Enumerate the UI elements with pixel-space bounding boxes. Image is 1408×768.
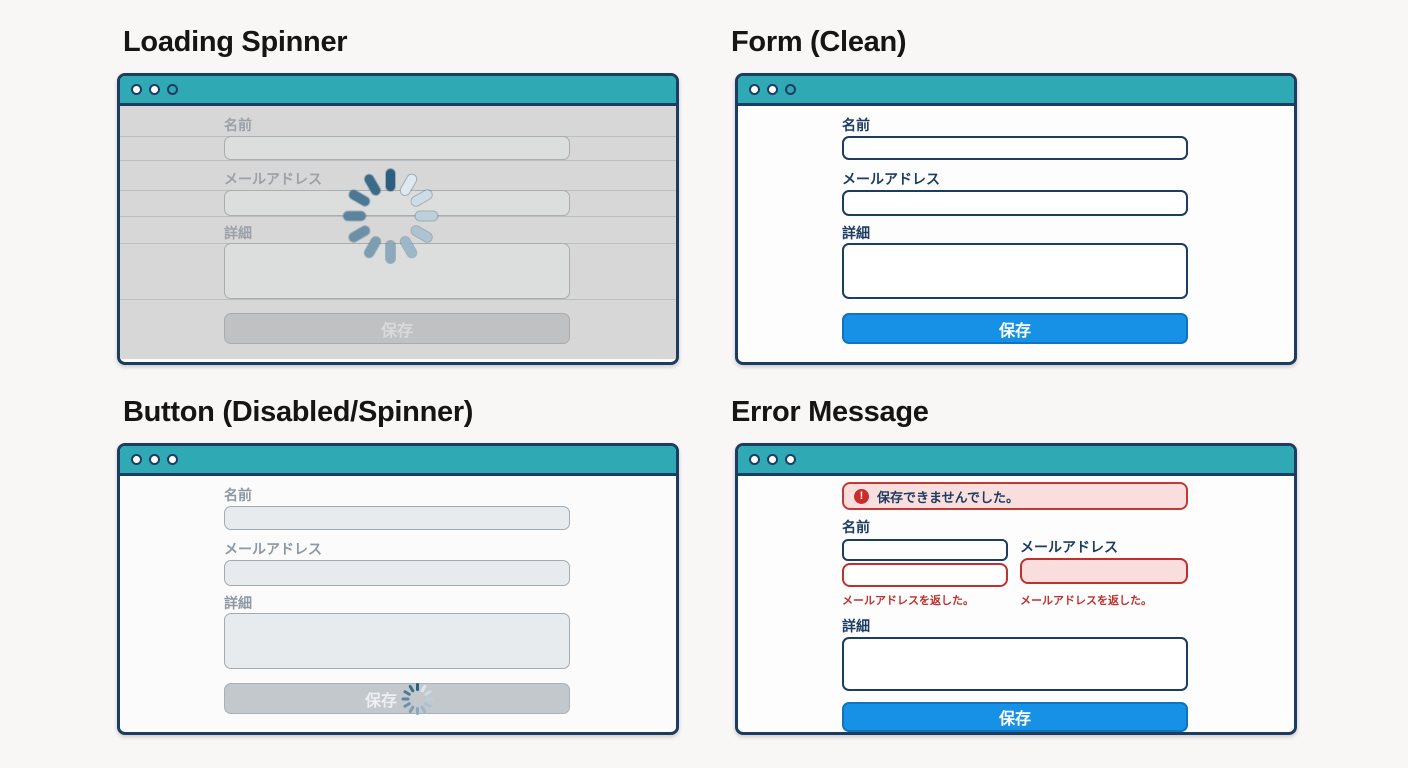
name-label: 名前 (842, 519, 870, 535)
window-titlebar (738, 76, 1294, 106)
button-spinner-icon (401, 682, 433, 715)
name-input-error[interactable] (842, 563, 1008, 587)
detail-label: 詳細 (224, 225, 252, 241)
window-titlebar (738, 446, 1294, 476)
detail-textarea (224, 243, 570, 299)
name-label: 名前 (224, 487, 252, 503)
email-error-text: メールアドレスを返した。 (1020, 595, 1152, 607)
section-title-error: Error Message (731, 396, 929, 428)
detail-label: 詳細 (224, 595, 252, 611)
email-label: メールアドレス (1020, 539, 1118, 555)
error-fields-row: メールアドレスを返した。 メールアドレス メールアドレスを返した。 (842, 539, 1188, 608)
save-button[interactable]: 保存 (842, 313, 1188, 344)
form-loading: 名前 メールアドレス 詳細 保存 (224, 106, 570, 344)
save-button-label: 保存 (364, 692, 397, 710)
detail-textarea[interactable] (842, 637, 1188, 691)
window-control-dot (767, 84, 778, 95)
name-input[interactable] (842, 539, 1008, 561)
email-input (224, 190, 570, 216)
detail-textarea (224, 613, 570, 669)
save-button-label: 保存 (998, 711, 1031, 728)
loading-spinner-icon (343, 169, 437, 263)
save-button: 保存 (224, 313, 570, 344)
form-error: ! 保存できませんでした。 名前 メールアドレスを返した。 メールアドレス メー… (842, 476, 1188, 732)
email-input (224, 560, 570, 586)
section-title-clean: Form (Clean) (731, 26, 907, 58)
loading-overlay: 名前 メールアドレス 詳細 保存 (120, 106, 676, 359)
email-label: メールアドレス (224, 171, 322, 187)
window-control-dot (767, 454, 778, 465)
ghost-line (120, 160, 676, 161)
window-control-dot (167, 454, 178, 465)
detail-label: 詳細 (842, 618, 870, 634)
name-error-text: メールアドレスを返した。 (842, 595, 974, 607)
form-body: 名前 メールアドレス 詳細 保存 (120, 476, 676, 729)
window-clean: 名前 メールアドレス 詳細 保存 (735, 73, 1297, 365)
name-input (224, 506, 570, 530)
form-clean: 名前 メールアドレス 詳細 保存 (842, 106, 1188, 344)
section-title-loading: Loading Spinner (123, 26, 348, 58)
email-input-error[interactable] (1020, 558, 1188, 584)
detail-textarea[interactable] (842, 243, 1188, 299)
form-disabled: 名前 メールアドレス 詳細 保存 (224, 476, 570, 715)
name-field-column: メールアドレスを返した。 (842, 539, 1008, 608)
detail-label: 詳細 (842, 225, 870, 241)
email-label: メールアドレス (224, 541, 322, 557)
window-control-dot (749, 84, 760, 95)
form-body: ! 保存できませんでした。 名前 メールアドレスを返した。 メールアドレス メー… (738, 476, 1294, 732)
name-label: 名前 (224, 117, 252, 133)
window-loading: 名前 メールアドレス 詳細 保存 (117, 73, 679, 365)
name-input[interactable] (842, 136, 1188, 160)
window-control-dot (785, 454, 796, 465)
error-banner: ! 保存できませんでした。 (842, 482, 1188, 510)
window-control-dot (749, 454, 760, 465)
section-title-disabled: Button (Disabled/Spinner) (123, 396, 474, 428)
window-error: ! 保存できませんでした。 名前 メールアドレスを返した。 メールアドレス メー… (735, 443, 1297, 735)
ghost-line (120, 216, 676, 217)
window-control-dot (131, 84, 142, 95)
window-disabled: 名前 メールアドレス 詳細 保存 (117, 443, 679, 735)
name-input (224, 136, 570, 160)
error-banner-text: 保存できませんでした。 (877, 489, 1019, 505)
email-field-column: メールアドレス メールアドレスを返した。 (1020, 539, 1188, 608)
save-button: 保存 (224, 682, 570, 715)
window-control-dot (785, 84, 796, 95)
email-input[interactable] (842, 190, 1188, 216)
ghost-line (120, 299, 676, 300)
name-label: 名前 (842, 117, 870, 133)
save-button-label: 保存 (380, 322, 413, 340)
window-titlebar (120, 76, 676, 106)
error-exclamation-icon: ! (854, 488, 869, 504)
save-button[interactable]: 保存 (842, 702, 1188, 732)
window-control-dot (149, 454, 160, 465)
window-control-dot (131, 454, 142, 465)
window-titlebar (120, 446, 676, 476)
window-control-dot (149, 84, 160, 95)
save-button-label: 保存 (998, 322, 1031, 340)
form-body: 名前 メールアドレス 詳細 保存 (738, 106, 1294, 359)
window-control-dot (167, 84, 178, 95)
email-label: メールアドレス (842, 171, 940, 187)
